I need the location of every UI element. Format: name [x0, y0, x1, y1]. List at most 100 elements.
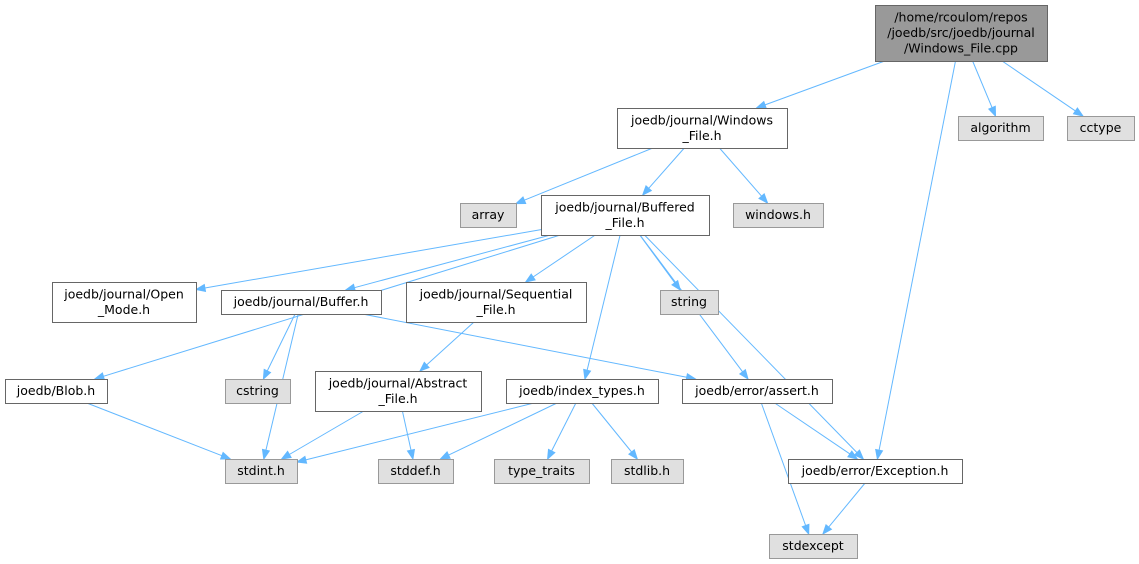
- node-label-line: /Windows_File.cpp: [904, 41, 1018, 56]
- node-label-line: stdlib.h: [624, 463, 670, 478]
- edge-root-to-windows_file_h: [755, 60, 885, 109]
- edge-line: [828, 482, 866, 528]
- node-box: [733, 203, 824, 228]
- node-box: [682, 379, 833, 404]
- arrowhead: [261, 448, 271, 461]
- node-box: [221, 290, 382, 315]
- arrowhead: [406, 448, 416, 461]
- edge-root-to-cctype: [1001, 60, 1085, 117]
- node-label-line: /joedb/src/joedb/journal: [887, 25, 1034, 40]
- arrowhead: [628, 448, 639, 461]
- edge-line: [289, 410, 365, 455]
- node-box: [617, 108, 788, 149]
- node-label-line: string: [671, 294, 707, 309]
- edge-root-to-exception_h: [875, 60, 956, 461]
- arrowhead: [546, 448, 556, 461]
- edge-exception_h-to-stdexcept: [822, 482, 866, 536]
- arrowhead: [514, 196, 527, 205]
- edge-line: [760, 402, 807, 526]
- node-box: [1067, 116, 1135, 141]
- edge-windows_file_h-to-windows_h: [719, 147, 769, 205]
- node-label-line: cctype: [1080, 120, 1122, 135]
- arrowhead: [847, 450, 859, 460]
- node-label-line: /home/rcoulom/repos: [894, 10, 1027, 25]
- node-box: [225, 459, 298, 484]
- edge-line: [532, 234, 596, 278]
- node-label-line: algorithm: [970, 120, 1030, 135]
- arrowhead: [758, 193, 769, 205]
- edge-index_types_h-to-type_traits: [546, 402, 577, 461]
- edge-line: [774, 402, 851, 455]
- node-box: [788, 459, 963, 484]
- arrowhead: [875, 448, 884, 461]
- node-label-line: cstring: [236, 383, 279, 398]
- node-abstract-file-h[interactable]: joedb/journal/Abstract_File.h: [315, 371, 482, 412]
- node-stdexcept: stdexcept: [769, 534, 858, 559]
- node-label-line: _Mode.h: [97, 302, 150, 317]
- node-string: string: [660, 290, 719, 315]
- node-label-line: joedb/journal/Open: [63, 286, 184, 301]
- node-box: [875, 5, 1048, 62]
- node-stdint-h: stdint.h: [225, 459, 298, 484]
- edge-line: [644, 234, 858, 453]
- node-label-line: joedb/error/Exception.h: [801, 463, 949, 478]
- node-label-line: windows.h: [745, 207, 811, 222]
- arrowhead: [194, 283, 207, 293]
- arrowhead: [755, 100, 767, 109]
- node-buffer-h[interactable]: joedb/journal/Buffer.h: [221, 290, 382, 315]
- node-box: [460, 203, 517, 228]
- edge-abstract_file_h-to-stdint_h: [280, 410, 365, 460]
- edge-index_types_h-to-stdint_h: [295, 402, 535, 464]
- node-label-line: stdint.h: [237, 463, 285, 478]
- edge-line: [204, 229, 542, 289]
- edge-windows_file_h-to-buffered_file_h: [641, 147, 685, 197]
- node-blob-h[interactable]: joedb/Blob.h: [5, 379, 108, 404]
- node-exception-h[interactable]: joedb/error/Exception.h: [788, 459, 963, 484]
- node-open-mode-h[interactable]: joedb/journal/Open_Mode.h: [52, 282, 197, 323]
- edge-buffered_file_h-to-open_mode_h: [194, 229, 542, 293]
- edge-index_types_h-to-stddef_h: [439, 402, 558, 460]
- node-box: [660, 290, 719, 315]
- node-label-line: joedb/Blob.h: [16, 383, 95, 398]
- node-label-line: _File.h: [681, 128, 721, 143]
- node-buffered-file-h[interactable]: joedb/journal/Buffered_File.h: [541, 195, 710, 236]
- edge-sequential_file_h-to-abstract_file_h: [418, 321, 475, 372]
- edge-line: [648, 147, 685, 189]
- edge-line: [1001, 60, 1076, 112]
- edge-buffered_file_h-to-exception_h: [644, 234, 865, 460]
- edge-line: [354, 234, 551, 289]
- node-label-line: stddef.h: [390, 463, 440, 478]
- node-box: [611, 459, 684, 484]
- node-box: [958, 116, 1044, 141]
- edge-line: [524, 147, 653, 201]
- node-windows-file-h[interactable]: joedb/journal/Windows_File.h: [617, 108, 788, 149]
- node-array: array: [460, 203, 517, 228]
- node-index-types-h[interactable]: joedb/index_types.h: [506, 379, 659, 404]
- nodes-layer: /home/rcoulom/repos/joedb/src/joedb/jour…: [5, 5, 1135, 559]
- edge-line: [551, 402, 577, 452]
- node-box: [494, 459, 590, 484]
- arrowhead: [439, 451, 451, 460]
- node-root: /home/rcoulom/repos/joedb/src/joedb/jour…: [875, 5, 1048, 62]
- node-stddef-h: stddef.h: [378, 459, 454, 484]
- arrowhead: [524, 273, 536, 283]
- node-sequential-file-h[interactable]: joedb/journal/Sequential_File.h: [406, 282, 587, 323]
- node-assert-h[interactable]: joedb/error/assert.h: [682, 379, 833, 404]
- edge-index_types_h-to-stdlib_h: [591, 402, 639, 461]
- node-label-line: _File.h: [604, 215, 644, 230]
- edge-buffer_h-to-cstring: [262, 313, 296, 381]
- arrowhead: [262, 368, 272, 381]
- node-type-traits: type_traits: [494, 459, 590, 484]
- arrowhead: [280, 450, 292, 460]
- arrowhead: [219, 451, 232, 460]
- node-windows-h: windows.h: [733, 203, 824, 228]
- node-label-line: stdexcept: [782, 538, 843, 553]
- arrowhead: [418, 361, 430, 372]
- edge-line: [719, 147, 762, 197]
- node-box: [541, 195, 710, 236]
- edge-line: [878, 60, 956, 451]
- arrowhead: [583, 368, 592, 381]
- node-label-line: joedb/index_types.h: [518, 383, 645, 398]
- edge-assert_h-to-stdexcept: [760, 402, 810, 536]
- edge-buffer_h-to-assert_h: [362, 313, 697, 382]
